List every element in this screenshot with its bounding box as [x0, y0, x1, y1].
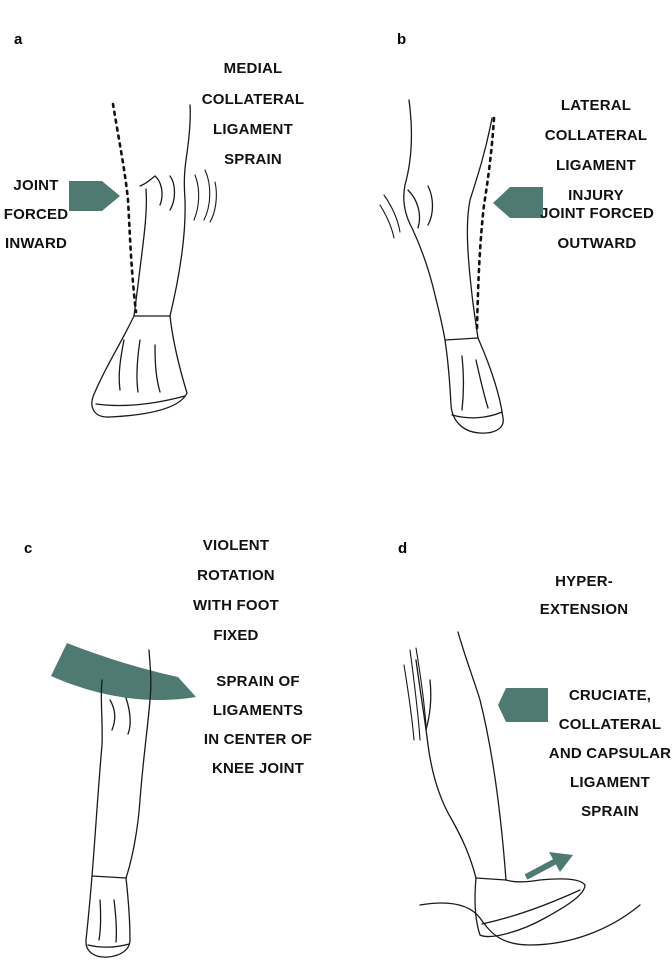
- panel-a-ligament-line: [111, 102, 138, 314]
- panel-c-title-line: WITH FOOT: [193, 597, 279, 614]
- panel-d-force-arrow: [498, 688, 548, 722]
- panel-a-title: MEDIAL COLLATERAL LIGAMENT SPRAIN: [202, 60, 305, 168]
- panel-d-direction-arrow: [524, 852, 573, 880]
- panel-c-leg: [85, 649, 152, 958]
- panel-b-ligament-line: [475, 116, 496, 332]
- panel-c-result-line: SPRAIN OF: [216, 673, 299, 690]
- panel-c-result-label: SPRAIN OF LIGAMENTS IN CENTER OF KNEE JO…: [204, 673, 312, 777]
- panel-a-title-line: MEDIAL: [224, 60, 283, 77]
- panel-a-title-line: LIGAMENT: [213, 121, 293, 138]
- panel-b-title-line: INJURY: [568, 187, 624, 204]
- panel-b-force-line: OUTWARD: [558, 235, 637, 252]
- panel-a-leg: [91, 104, 191, 418]
- panel-d-result-line: LIGAMENT: [570, 774, 650, 791]
- panel-c-title: VIOLENT ROTATION WITH FOOT FIXED: [193, 537, 279, 644]
- panel-c-result-line: IN CENTER OF: [204, 731, 312, 748]
- panel-d: d HYPER- EXTENSION CRUCIATE, COLLATERAL …: [398, 540, 671, 946]
- panel-c-title-line: ROTATION: [197, 567, 275, 584]
- panel-a-force-line: INWARD: [5, 235, 67, 252]
- panel-a-motion-lines: [193, 169, 217, 223]
- panel-b-title-line: COLLATERAL: [545, 127, 648, 144]
- panel-b-title: LATERAL COLLATERAL LIGAMENT INJURY: [545, 97, 648, 204]
- panel-d-result-line: AND CAPSULAR: [549, 745, 671, 762]
- panel-d-result-line: SPRAIN: [581, 803, 639, 820]
- panel-b-letter: b: [397, 31, 406, 48]
- panel-d-result-label: CRUCIATE, COLLATERAL AND CAPSULAR LIGAME…: [549, 687, 671, 820]
- panel-c-letter: c: [24, 540, 32, 557]
- panel-d-leg: [415, 631, 586, 938]
- panel-d-letter: d: [398, 540, 407, 557]
- panel-d-title: HYPER- EXTENSION: [540, 573, 628, 618]
- panel-a-title-line: COLLATERAL: [202, 91, 305, 108]
- panel-c-title-line: VIOLENT: [203, 537, 269, 554]
- panel-a-force-line: FORCED: [4, 206, 69, 223]
- panel-a-title-line: SPRAIN: [224, 151, 282, 168]
- panel-b: b LATERAL COLLATERAL LIGAMENT INJURY JOI…: [379, 31, 654, 434]
- panel-c-result-line: LIGAMENTS: [213, 702, 303, 719]
- panel-b-title-line: LATERAL: [561, 97, 631, 114]
- panel-b-force-line: JOINT FORCED: [540, 205, 654, 222]
- panel-a-force-arrow: [69, 181, 120, 211]
- panel-b-force-arrow: [493, 187, 543, 218]
- panel-d-title-line: HYPER-: [555, 573, 613, 590]
- panel-a-force-line: JOINT: [13, 177, 58, 194]
- panel-b-title-line: LIGAMENT: [556, 157, 636, 174]
- panel-b-force-label: JOINT FORCED OUTWARD: [540, 205, 654, 252]
- panel-b-leg: [403, 99, 504, 434]
- panel-d-ground: [419, 902, 641, 946]
- panel-c: c VIOLENT ROTATION WITH FOOT FIXED SPRAI…: [24, 537, 312, 958]
- panel-c-rotation-arrow: [51, 643, 196, 701]
- panel-a-force-label: JOINT FORCED INWARD: [4, 177, 69, 252]
- panel-d-result-line: CRUCIATE,: [569, 687, 651, 704]
- panel-d-motion-lines: [403, 647, 427, 741]
- panel-b-motion-lines: [379, 194, 401, 239]
- panel-d-result-line: COLLATERAL: [559, 716, 662, 733]
- panel-a-letter: a: [14, 31, 23, 48]
- panel-a: a MEDIAL COLLATERAL LIGAMENT SPRAIN JOIN…: [4, 31, 305, 418]
- panel-c-title-line: FIXED: [213, 627, 258, 644]
- panel-c-result-line: KNEE JOINT: [212, 760, 304, 777]
- panel-d-title-line: EXTENSION: [540, 601, 628, 618]
